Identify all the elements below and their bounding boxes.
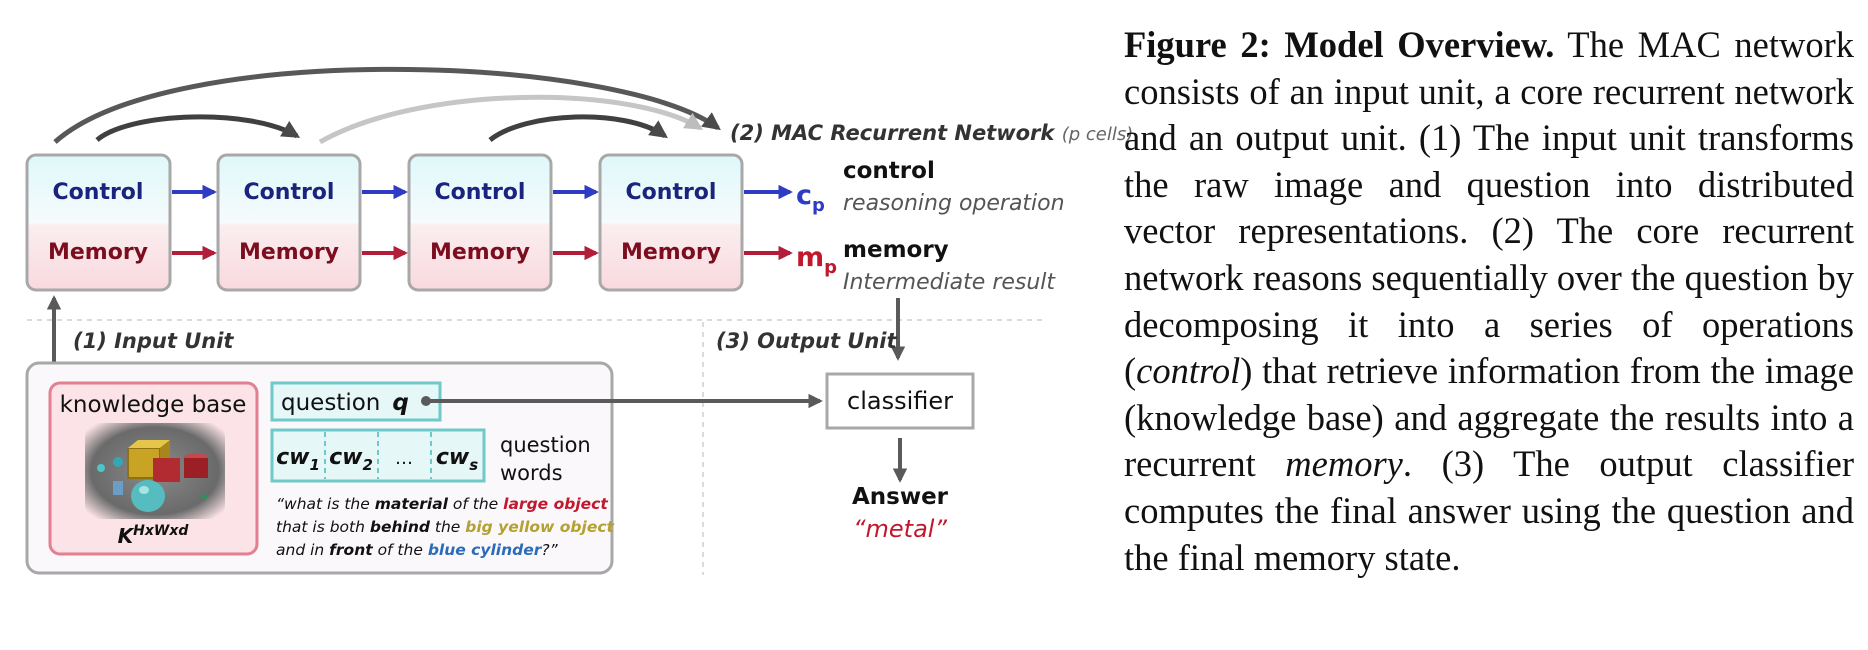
question-sentence-line: and in front of the blue cylinder?”: [276, 541, 559, 559]
knowledge-base-label: knowledge base: [60, 392, 247, 418]
cell-memory-label: Memory: [48, 240, 148, 265]
mp-symbol: mp: [796, 242, 837, 278]
mac-cell-1: Control Memory: [25, 153, 172, 292]
skip-arc-outer: [53, 66, 721, 144]
question-sentence-line: that is both behind the big yellow objec…: [276, 518, 615, 536]
control-legend-label: control: [843, 158, 935, 184]
knowledge-base-image: [85, 423, 225, 519]
question-words-label: question: [500, 433, 591, 457]
cell-control-label: Control: [244, 180, 335, 205]
caption-label: Figure 2: Model Overview.: [1124, 24, 1555, 65]
memory-legend-label: memory: [843, 237, 949, 263]
answer-label: Answer: [852, 484, 949, 510]
skip-arc-light: [318, 94, 704, 145]
cw-token: cw2: [329, 445, 373, 474]
cell-memory-label: Memory: [239, 240, 339, 265]
skip-arc-3: [488, 114, 668, 142]
figure-caption: Figure 2: Model Overview. The MAC networ…: [1124, 22, 1854, 581]
question-box: [270, 381, 442, 422]
cell-memory-label: Memory: [621, 240, 721, 265]
control-legend-desc: reasoning operation: [843, 191, 1065, 216]
network-title: (2) MAC Recurrent Network (p cells): [730, 121, 1133, 145]
cell-control-label: Control: [626, 180, 717, 205]
answer-value: “metal”: [853, 515, 947, 543]
cw-token: …: [395, 448, 413, 469]
mac-cell-4: Control Memory: [598, 153, 744, 292]
caption-emphasis: control: [1136, 350, 1241, 392]
cp-symbol: cp: [796, 180, 825, 216]
kb-symbol: KHxWxd: [118, 523, 190, 548]
question-words-label: words: [500, 461, 563, 485]
cell-memory-label: Memory: [430, 240, 530, 265]
mac-cell-3: Control Memory: [407, 153, 553, 292]
skip-arc-1: [95, 114, 301, 142]
classifier-box: [825, 372, 975, 430]
network-title-note: (p cells): [1062, 124, 1134, 145]
caption-text: . (3) The output classifier computes the…: [1124, 443, 1854, 578]
cw-token: cw1: [276, 445, 320, 474]
input-unit-label: (1) Input Unit: [73, 329, 234, 353]
cw-token: cws: [436, 445, 478, 474]
memory-legend-desc: Intermediate result: [843, 270, 1056, 295]
question-sentence-line: “what is the material of the large objec…: [276, 495, 608, 513]
cell-control-label: Control: [435, 180, 526, 205]
classifier-label: classifier: [847, 387, 953, 415]
cell-control-label: Control: [53, 180, 144, 205]
caption-text: The MAC network consists of an input uni…: [1124, 24, 1854, 392]
mac-cell-2: Control Memory: [216, 153, 362, 292]
caption-emphasis: memory: [1285, 443, 1403, 485]
caption-text: ) that retrieve information from the ima…: [1124, 350, 1854, 485]
output-unit-label: (3) Output Unit: [716, 329, 897, 353]
